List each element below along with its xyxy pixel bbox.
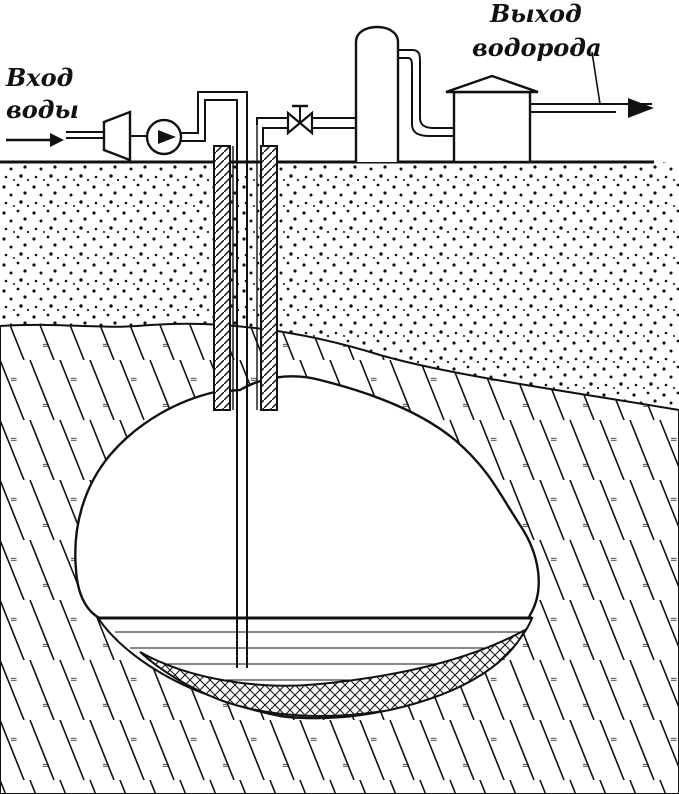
gas-pipe	[262, 127, 288, 146]
outlet-pipe	[398, 57, 454, 137]
outlet-pipe	[398, 49, 454, 129]
well-casing-right	[260, 145, 278, 411]
flowmeter-arrow	[158, 130, 176, 144]
sediment-layer	[139, 627, 528, 717]
water-inlet-label-line2: воды	[6, 95, 79, 124]
gasholder-roof	[445, 74, 539, 94]
gas-pipe	[256, 117, 288, 125]
water-supply-pipe	[181, 91, 248, 134]
pump	[102, 110, 132, 162]
water-inlet-arrowhead	[50, 133, 64, 147]
separator-column	[354, 25, 400, 162]
hydrogen-outlet-arrowhead	[628, 98, 654, 118]
gasholder	[452, 90, 532, 164]
well-casing-left	[213, 145, 231, 411]
label-leader-line	[591, 51, 601, 105]
water-supply-pipe	[181, 99, 238, 142]
water-inlet-label-line1: Вход	[5, 63, 73, 92]
hydrogen-outlet-label-line2: водорода	[472, 33, 602, 62]
hydrogen-outlet-label-line1: Выход	[489, 0, 582, 28]
